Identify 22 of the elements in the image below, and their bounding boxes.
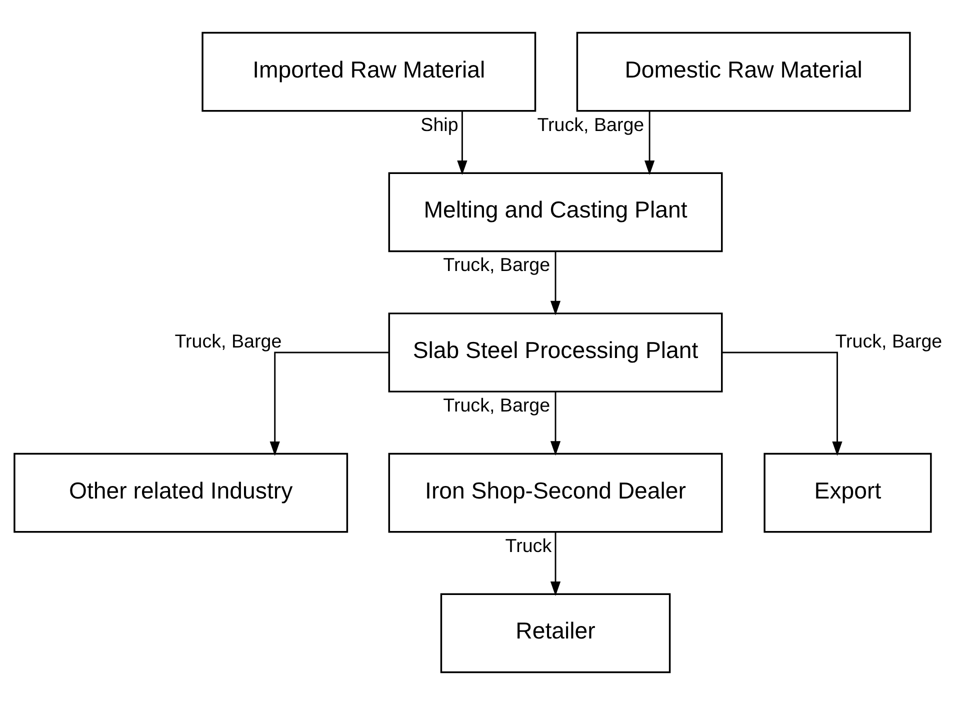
arrow: [457, 110, 468, 174]
node-box: Iron Shop-Second Dealer: [388, 452, 723, 532]
edge-label: Truck, Barge: [443, 394, 550, 416]
arrow: [550, 531, 561, 596]
node-box: Other related Industry: [14, 452, 348, 532]
node-box: Slab Steel Processing Plant: [388, 312, 723, 392]
node-box: Imported Raw Material: [202, 31, 536, 112]
node-box: Melting and Casting Plant: [388, 172, 723, 252]
edge-label: Truck, Barge: [174, 330, 282, 351]
edge-label: Truck, Barge: [537, 113, 644, 134]
arrow: [644, 110, 655, 174]
edge-label: Truck, Barge: [443, 254, 550, 275]
arrow: [550, 250, 561, 315]
edge-label: Ship: [420, 113, 458, 134]
arrow: [722, 351, 842, 456]
arrow: [550, 391, 561, 456]
edge-label: Truck, Barge: [835, 330, 942, 351]
node-box: Domestic Raw Material: [576, 31, 911, 112]
arrow: [270, 351, 390, 456]
node-box: Retailer: [440, 592, 671, 673]
node-box: Export: [764, 452, 932, 532]
edge-label: Truck: [505, 534, 552, 556]
